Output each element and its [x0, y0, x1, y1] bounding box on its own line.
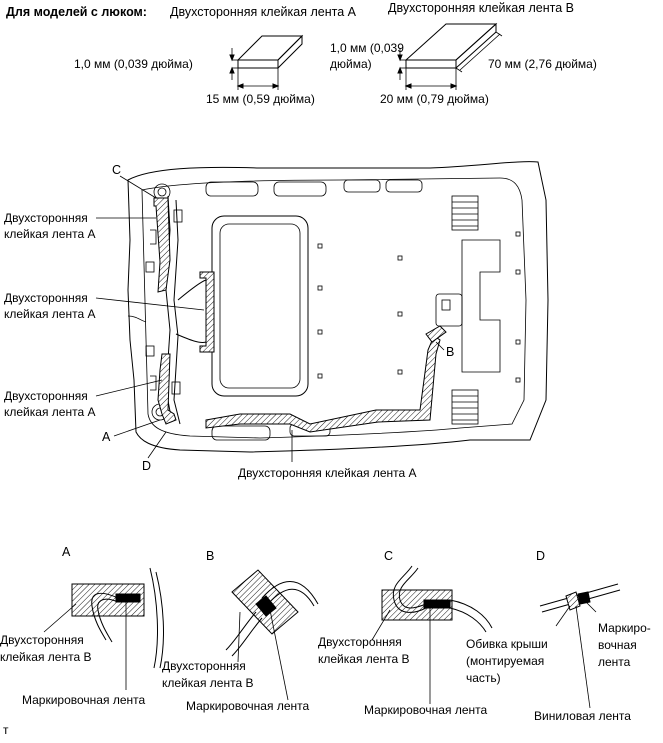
detail-b-tape-line2: клейкая лента B [162, 676, 253, 690]
detail-c [371, 565, 493, 704]
label-c-main: C [112, 163, 121, 177]
tape-b-strip [397, 22, 503, 90]
callout-tape-a-bottom: Двухсторонняя клейкая лента A [238, 466, 417, 480]
detail-b-marking: Маркировочная лента [186, 699, 309, 713]
footer-mark: т [3, 723, 9, 737]
tape-b-thickness-line1: 1,0 мм (0,039 [330, 41, 404, 55]
detail-d-headliner-line1: Обивка крыши [466, 637, 548, 651]
callout-tape-a-3-line2: клейкая лента A [4, 405, 95, 419]
tape-a-thickness: 1,0 мм (0,039 дюйма) [74, 57, 193, 71]
callout-tape-a-2-line1: Двухсторонняя [4, 291, 88, 305]
detail-a-letter: A [62, 545, 71, 559]
detail-d-vinyl: Виниловая лента [534, 709, 631, 723]
callout-tape-a-1-line2: клейкая лента A [4, 227, 95, 241]
tape-b-length: 70 мм (2,76 дюйма) [488, 57, 597, 71]
detail-d-headliner-line3: часть) [466, 671, 501, 685]
label-a-main: A [102, 430, 111, 444]
detail-c-marking: Маркировочная лента [364, 703, 487, 717]
tape-a-title: Двухсторонняя клейкая лента A [170, 5, 357, 19]
callout-tape-a-3-line1: Двухсторонняя [4, 389, 88, 403]
callout-tape-a-1-line1: Двухсторонняя [4, 211, 88, 225]
roof-headliner [127, 161, 549, 453]
tape-a-runs [153, 197, 447, 433]
tape-b-width: 20 мм (0,79 дюйма) [380, 92, 489, 106]
detail-b [225, 569, 319, 701]
detail-b-letter: B [206, 549, 214, 563]
label-b-main: B [446, 345, 454, 359]
detail-c-letter: C [384, 549, 393, 563]
tape-a-strip [229, 34, 304, 90]
detail-d-marking-line1: Маркиро- [598, 621, 651, 635]
detail-a-tape-line2: клейкая лента B [0, 650, 91, 664]
label-d-main: D [142, 459, 151, 473]
callout-tape-a-2-line2: клейкая лента A [4, 307, 95, 321]
tape-b-thickness-line2: дюйма) [330, 57, 372, 71]
detail-c-tape-line2: клейкая лента B [318, 652, 409, 666]
detail-a-tape-line1: Двухсторонняя [0, 633, 84, 647]
models-label: Для моделей с люком: [6, 5, 147, 19]
detail-d-headliner-line2: (монтируемая [466, 654, 544, 668]
detail-a [43, 567, 164, 690]
detail-a-marking: Маркировочная лента [22, 693, 145, 707]
detail-b-tape-line1: Двухсторонняя [162, 659, 246, 673]
detail-c-tape-line1: Двухсторонняя [318, 635, 402, 649]
tape-a-width: 15 мм (0,59 дюйма) [206, 92, 315, 106]
detail-d [539, 583, 621, 709]
detail-d-letter: D [536, 549, 545, 563]
tape-b-title: Двухсторонняя клейкая лента B [388, 1, 574, 15]
detail-d-marking-line2: вочная [598, 638, 637, 652]
detail-d-marking-line3: лента [598, 655, 631, 669]
